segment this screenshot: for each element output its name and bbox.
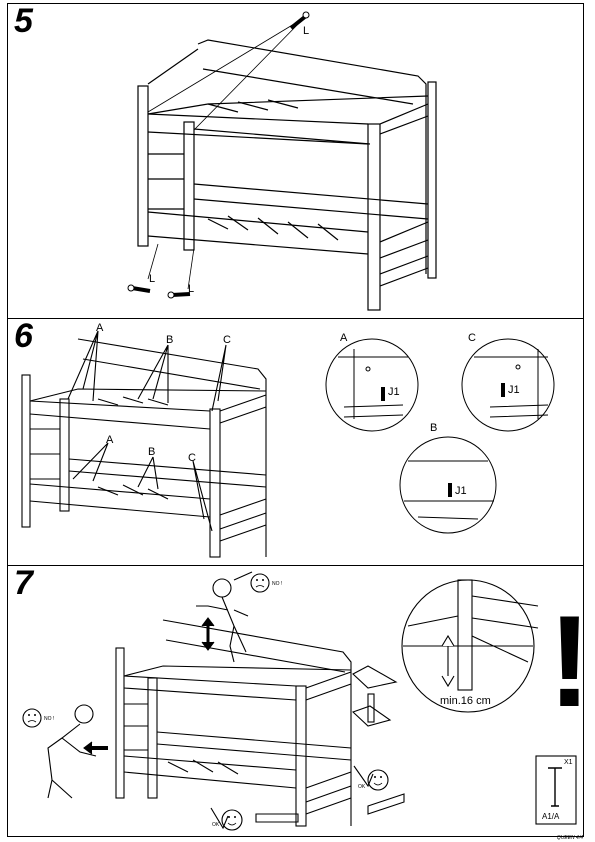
page-footer: QUEEN 4/4 (556, 835, 583, 841)
step-5-number: 5 (14, 2, 33, 40)
step-6-number: 6 (14, 317, 33, 355)
label-a-top: A (96, 322, 104, 334)
label-c-bottom: C (188, 452, 196, 464)
parts-box-qty: X1 (564, 759, 573, 766)
detail-label-a: A (340, 332, 348, 344)
label-b-top: B (166, 334, 173, 346)
measure-label: min.16 cm (440, 695, 491, 707)
ok-label-right: OK (358, 784, 366, 790)
warning-exclamation: ! (548, 588, 585, 734)
screw-label-l-bottom-left: L (149, 273, 155, 285)
step-5-illustration: L L L (127, 11, 437, 311)
label-a-bottom: A (106, 434, 114, 446)
ok-label-bottom: OK (212, 822, 220, 828)
detail-part-j1-b: J1 (455, 485, 467, 497)
detail-label-c: C (468, 332, 476, 344)
detail-part-j1-c: J1 (508, 384, 520, 396)
step-7-number: 7 (14, 564, 33, 602)
parts-box-code: A1/A (542, 812, 560, 821)
label-b-bottom: B (148, 446, 155, 458)
step-5-panel: 5 (7, 3, 584, 319)
detail-part-j1-a: J1 (388, 386, 400, 398)
step-7-illustration: ! NO ! NO ! OK OK min.16 cm X1 A1/A (22, 571, 585, 831)
no-label-left: NO ! (44, 716, 54, 722)
detail-label-b: B (430, 422, 437, 434)
screw-label-l-top: L (303, 25, 309, 37)
label-c-top: C (223, 334, 231, 346)
no-label-top: NO ! (272, 581, 282, 587)
screw-label-l-bottom-right: L (188, 283, 194, 295)
step-6-illustration: A B C A B C A J1 C J1 B J1 (21, 322, 555, 558)
step-6-panel: 6 (7, 318, 584, 566)
step-7-panel: 7 (7, 564, 585, 837)
